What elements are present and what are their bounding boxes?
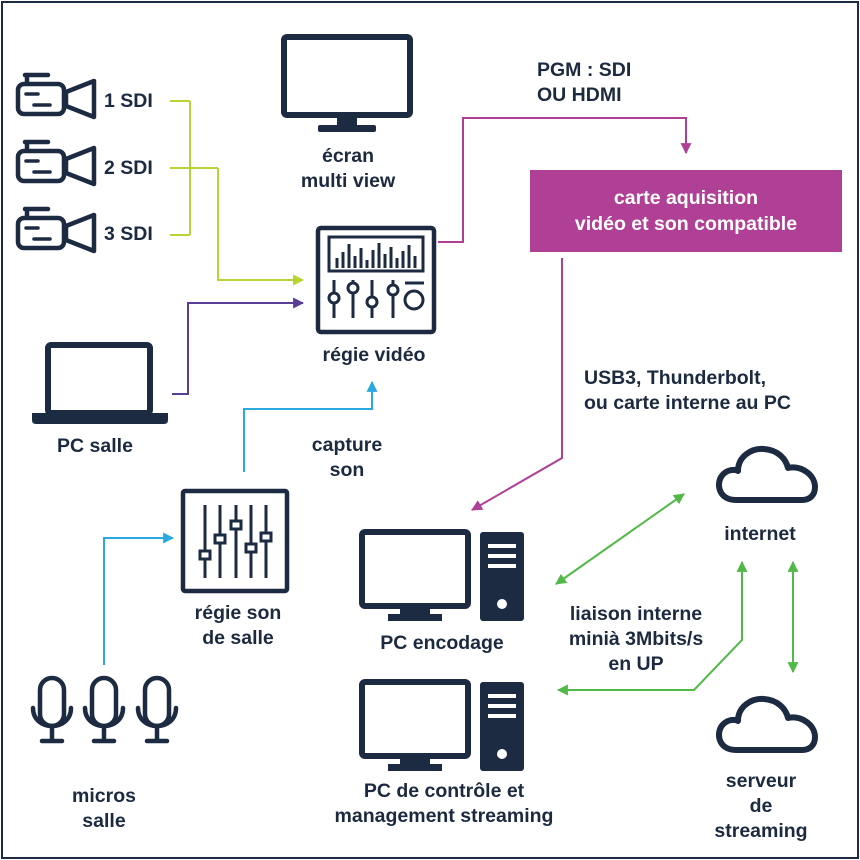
camera-signal-lines [170,100,305,286]
microphone-icon [85,678,123,741]
carte-acquisition-label: carte aquisition vidéo et son compatible [574,187,798,235]
video-mixer-icon [315,225,437,335]
laptop-icon [32,342,168,424]
video-camera-icon [18,141,94,184]
micros-salle-label: micros salle [72,785,136,832]
monitor-icon [281,34,413,132]
carte-acquisition-box: carte aquisition vidéo et son compatible [530,170,842,252]
microphone-icon [33,678,71,741]
pc-encodage-label: PC encodage [380,632,504,654]
video-camera-icon [18,208,94,251]
micros-to-regie-son-line [103,532,175,665]
audio-mixer-icon [180,488,290,594]
serveur-streaming-label: serveur de streaming [714,770,808,842]
pc-salle-to-regie-line [172,297,305,395]
desktop-computer-icon [362,532,524,621]
internet-to-controle-line [556,560,748,696]
camera-1-label: 1 SDI [104,90,153,112]
desktop-computer-icon [362,682,524,771]
capture-son-label: capture son [311,434,383,481]
pgm-output-line [438,117,692,243]
pgm-label: PGM : SDI OU HDMI [537,59,632,106]
capture-son-line [243,380,378,472]
pc-controle-label: PC de contrôle et management streaming [334,780,554,827]
camera-3-label: 3 SDI [104,223,153,245]
cloud-icon [719,449,815,500]
pc-salle-label: PC salle [57,435,133,457]
internet-label: internet [724,523,796,545]
microphone-icon [138,678,176,741]
usb-connection-label: USB3, Thunderbolt, ou carte interne au P… [584,367,791,414]
liaison-label: liaison interne minià 3Mbits/s en UP [568,603,704,675]
camera-2-label: 2 SDI [104,157,153,179]
regie-video-label: régie vidéo [322,344,426,366]
video-camera-icon [18,74,94,117]
regie-son-label: régie son de salle [194,602,282,649]
carte-to-encodage-line [471,258,563,511]
cloud-icon [719,699,815,750]
ecran-multiview-label: écran multi view [300,145,396,192]
encodage-internet-line [555,493,685,585]
